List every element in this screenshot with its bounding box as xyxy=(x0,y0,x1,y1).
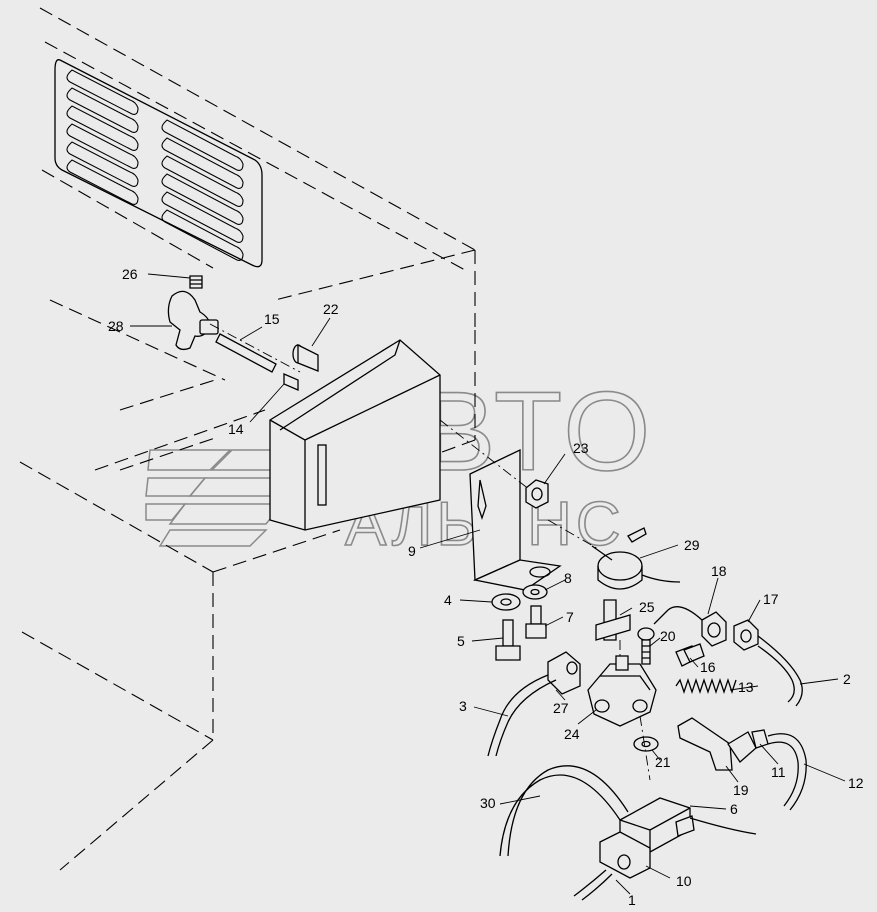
callout-21-washer: 21 xyxy=(655,754,671,770)
callout-26-set-screw: 26 xyxy=(122,266,138,282)
elbow-27 xyxy=(547,651,581,695)
cable-1 xyxy=(573,869,607,897)
callout-14-nut: 14 xyxy=(228,421,244,437)
callout-15-pin: 15 xyxy=(264,311,280,327)
screw-20 xyxy=(637,627,655,665)
washer-8 xyxy=(522,584,548,600)
fitting-16 xyxy=(675,643,705,667)
housing-outline xyxy=(19,7,476,871)
callout-28-star-knob: 28 xyxy=(108,318,124,334)
nut-23 xyxy=(525,479,549,509)
callout-22-screw: 22 xyxy=(323,301,339,317)
callout-11-clamp: 11 xyxy=(771,764,786,780)
vent-grille xyxy=(54,59,263,268)
leader-lines xyxy=(130,273,846,895)
callout-6-block: 6 xyxy=(730,801,738,817)
washer-4 xyxy=(491,593,521,611)
star-knob xyxy=(167,290,219,351)
callout-12-tube: 12 xyxy=(848,775,864,791)
callout-25-clip: 25 xyxy=(639,599,655,615)
callout-9-bracket: 9 xyxy=(408,543,416,559)
tube-3-inner xyxy=(495,679,557,757)
tube-2-inner xyxy=(757,645,795,703)
block-6 xyxy=(619,797,695,853)
fitting-17 xyxy=(733,619,759,651)
callout-18-fitting: 18 xyxy=(711,563,727,579)
callout-27-elbow: 27 xyxy=(553,700,569,716)
callout-24-valve: 24 xyxy=(564,726,580,742)
callout-5-bolt: 5 xyxy=(457,633,465,649)
tube-2 xyxy=(757,635,803,707)
callout-4-washer: 4 xyxy=(444,592,452,608)
callout-1-cable: 1 xyxy=(628,892,636,908)
valve xyxy=(587,655,657,727)
callout-2-tube: 2 xyxy=(843,671,851,687)
callout-7-bolt: 7 xyxy=(566,609,574,625)
tube-block-out xyxy=(689,817,757,835)
spring xyxy=(675,677,737,695)
callout-3-tube: 3 xyxy=(459,698,467,714)
bolt-7 xyxy=(525,605,547,639)
screw-22 xyxy=(292,343,319,372)
callout-13-spring: 13 xyxy=(738,679,754,695)
pin xyxy=(215,333,277,373)
callout-16-fitting: 16 xyxy=(700,659,716,675)
callout-20-screw: 20 xyxy=(660,628,676,644)
elbow-19 xyxy=(677,717,757,771)
clip xyxy=(595,599,631,641)
center-lines xyxy=(209,323,651,781)
tube-18 xyxy=(653,606,703,625)
tube-30-inner xyxy=(507,765,629,857)
fitting-18 xyxy=(701,611,727,647)
callout-23-nut: 23 xyxy=(573,440,589,456)
callout-labels: 26 28 15 22 14 23 9 29 18 17 2 8 4 7 5 2… xyxy=(108,266,864,908)
cover-panel xyxy=(269,339,441,531)
sensor xyxy=(591,527,681,590)
callout-29-sensor: 29 xyxy=(684,537,700,553)
tube-3 xyxy=(487,674,549,757)
callout-8-washer: 8 xyxy=(564,570,572,586)
tube-30 xyxy=(499,774,621,857)
callout-30-tube: 30 xyxy=(480,795,496,811)
callout-19-elbow: 19 xyxy=(733,782,749,798)
nut-14 xyxy=(283,373,299,391)
set-screw xyxy=(189,275,203,289)
washer-21 xyxy=(633,736,659,752)
tube-12-inner xyxy=(767,741,799,807)
bracket xyxy=(469,448,562,591)
tube-12 xyxy=(767,733,807,811)
callout-17-fitting: 17 xyxy=(763,591,779,607)
bolt-5 xyxy=(495,619,521,661)
callout-10-connector: 10 xyxy=(676,873,692,889)
cable-1-b xyxy=(581,873,613,901)
